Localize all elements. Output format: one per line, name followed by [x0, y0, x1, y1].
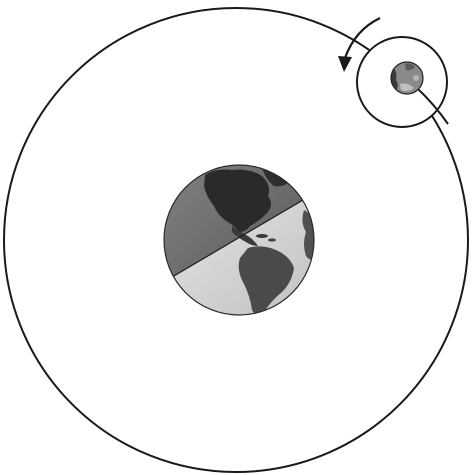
earth-globe-icon [150, 165, 330, 330]
